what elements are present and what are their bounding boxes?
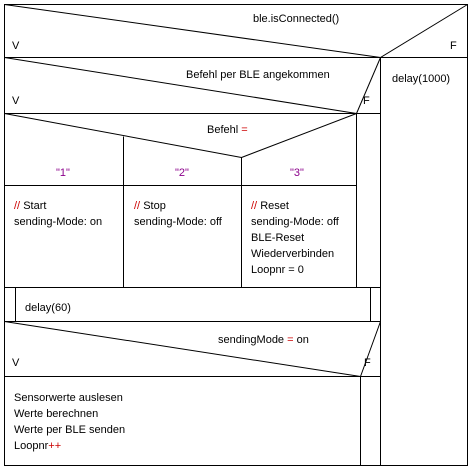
outer-frame: [4, 4, 468, 466]
comment-marker: //: [14, 200, 21, 212]
case-statement: Loopnr = 0: [251, 264, 304, 276]
outer-false-label: F: [450, 40, 457, 52]
outer-condition-text: ble.isConnected(): [253, 13, 340, 25]
case-statement: BLE-Reset: [251, 232, 305, 244]
increment-operator: ++: [48, 440, 62, 452]
sending-statement: Werte berechnen: [14, 408, 99, 420]
sending-body: Sensorwerte auslesen Werte berechnen Wer…: [14, 390, 125, 454]
case-body-3: // Reset sending-Mode: off BLE-Reset Wie…: [251, 198, 339, 278]
sending-statement: Werte per BLE senden: [14, 424, 126, 436]
sending-condition: sendingMode = on: [218, 332, 309, 348]
comment-marker: //: [134, 200, 141, 212]
sending-true-label: V: [12, 357, 20, 369]
case-operator: =: [241, 124, 248, 136]
case-statement: sending-Mode: on: [14, 216, 103, 228]
case-body-1: // Start sending-Mode: on: [14, 198, 102, 230]
sending-operator: =: [287, 334, 294, 346]
outer-true-label: V: [12, 40, 20, 52]
inner-condition-text: Befehl per BLE angekommen: [186, 69, 330, 81]
case-body-2: // Stop sending-Mode: off: [134, 198, 222, 230]
case-value-3: "3": [290, 167, 304, 179]
case-statement: Wiederverbinden: [251, 248, 335, 260]
loop-counter: Loopnr: [14, 440, 49, 452]
inner-false-label: F: [363, 95, 370, 107]
inner-true-label: V: [12, 95, 20, 107]
case-value-1: "1": [56, 167, 70, 179]
case-condition: Befehl =: [207, 122, 248, 138]
comment-marker: //: [251, 200, 258, 212]
sending-false-label: F: [364, 357, 371, 369]
sending-variable: sendingMode: [218, 334, 285, 346]
case-variable: Befehl: [207, 124, 239, 136]
case-comment: Stop: [143, 200, 166, 212]
sending-statement: Sensorwerte auslesen: [14, 392, 123, 404]
case-statement: sending-Mode: off: [134, 216, 222, 228]
case-comment: Start: [23, 200, 47, 212]
delay-1000-statement: delay(1000): [392, 73, 451, 85]
case-statement: sending-Mode: off: [251, 216, 339, 228]
delay-60-statement: delay(60): [25, 302, 71, 314]
sending-value: on: [296, 334, 309, 346]
case-value-2: "2": [175, 167, 189, 179]
case-comment: Reset: [260, 200, 289, 212]
